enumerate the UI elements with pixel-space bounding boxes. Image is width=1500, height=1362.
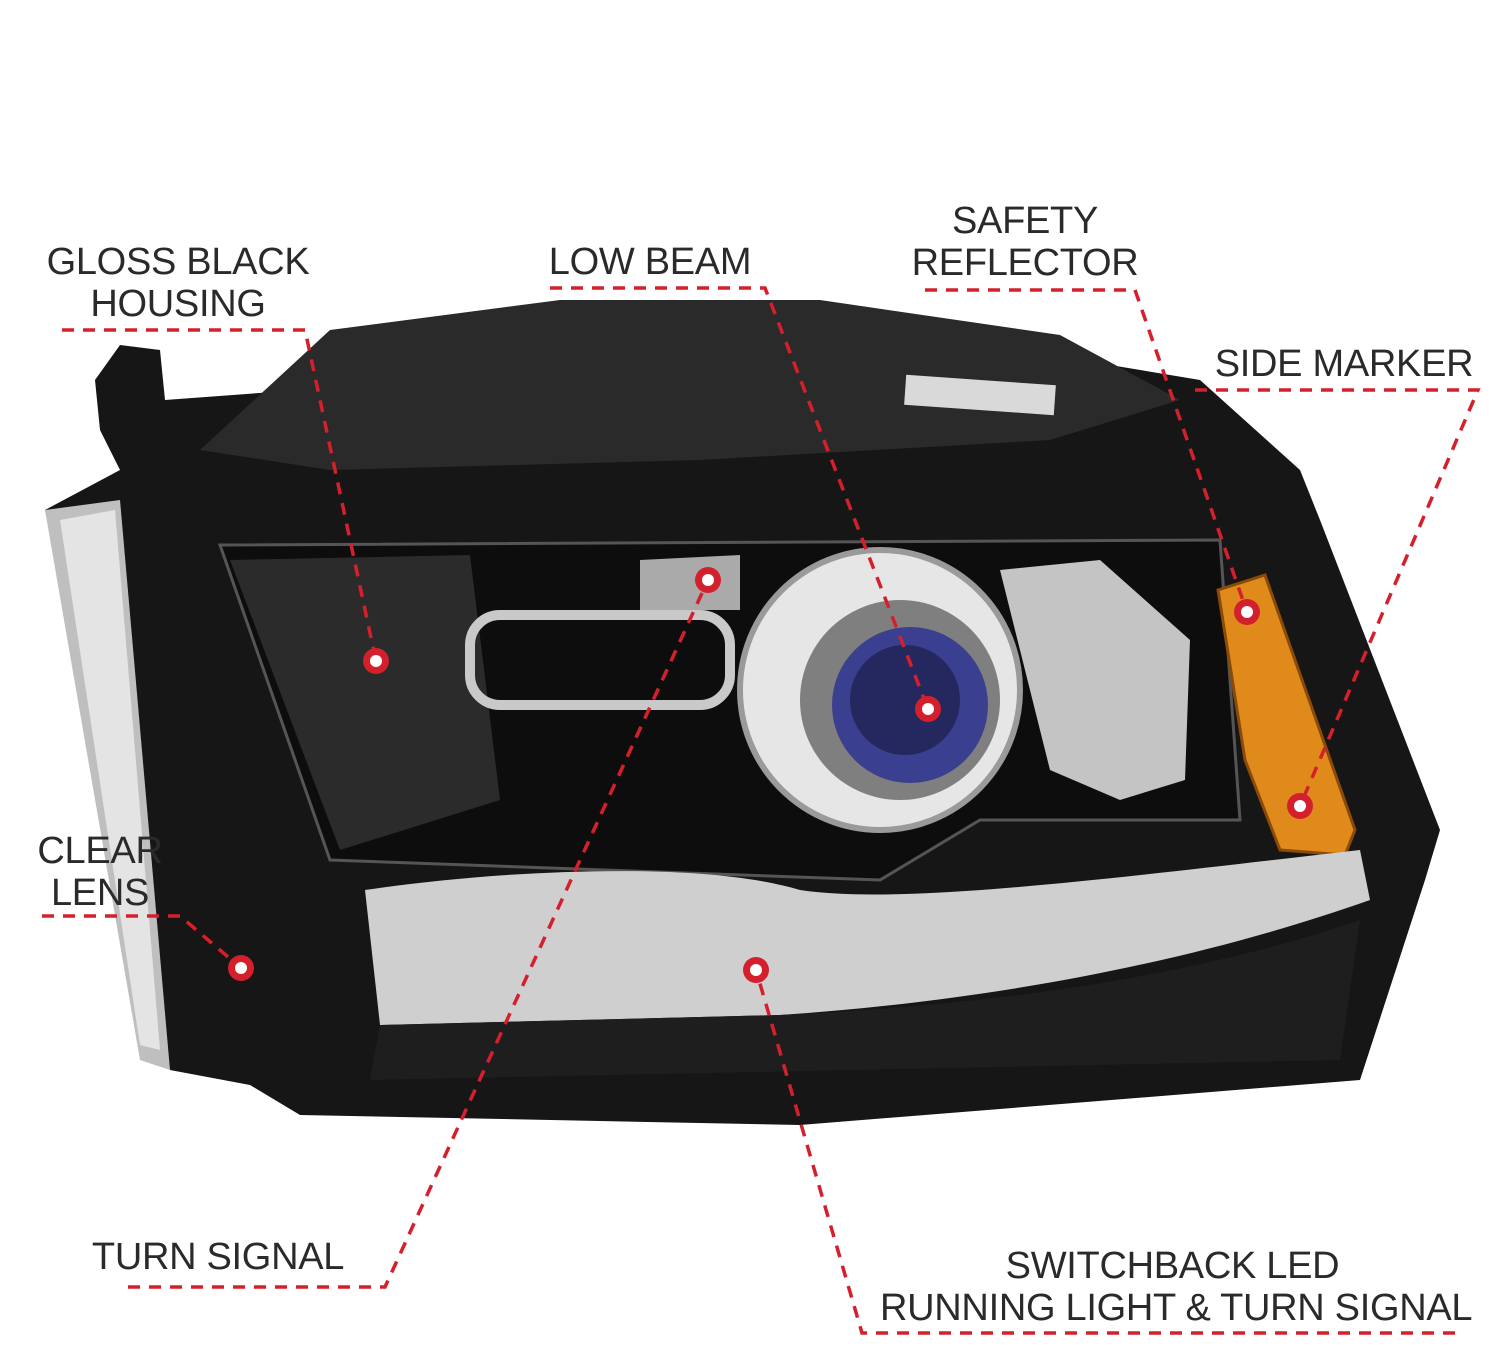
callout-dot bbox=[915, 696, 941, 722]
label-line: CLEAR bbox=[37, 830, 163, 872]
callout-dot bbox=[1234, 599, 1260, 625]
label-switchback-led: SWITCHBACK LED RUNNING LIGHT & TURN SIGN… bbox=[880, 1245, 1473, 1329]
callout-line-turn-signal bbox=[128, 579, 710, 1289]
label-turn-signal: TURN SIGNAL bbox=[91, 1236, 345, 1278]
callout-dots bbox=[228, 567, 1313, 983]
callout-line-switchback-led bbox=[754, 969, 1455, 1335]
callout-dot bbox=[1287, 793, 1313, 819]
label-gloss-black-housing: GLOSS BLACK HOUSING bbox=[40, 241, 316, 325]
led-strip bbox=[365, 850, 1370, 1080]
label-line: REFLECTOR bbox=[911, 242, 1139, 284]
callout-line-side-marker bbox=[1195, 388, 1481, 807]
label-line: HOUSING bbox=[90, 283, 266, 325]
callout-line-low-beam bbox=[550, 286, 930, 710]
callout-lines bbox=[42, 286, 1481, 1335]
label-low-beam: LOW BEAM bbox=[548, 241, 752, 283]
label-side-marker: SIDE MARKER bbox=[1214, 343, 1474, 385]
callout-dot bbox=[743, 957, 769, 983]
label-line: GLOSS BLACK bbox=[46, 241, 310, 283]
callout-line-safety-reflector bbox=[925, 288, 1249, 613]
callout-line-clear-lens bbox=[42, 914, 243, 970]
callout-dot bbox=[695, 567, 721, 593]
label-clear-lens: CLEAR LENS bbox=[30, 830, 170, 914]
label-line: LENS bbox=[50, 872, 150, 914]
label-line: SAFETY bbox=[951, 200, 1098, 242]
label-safety-reflector: SAFETY REFLECTOR bbox=[900, 200, 1150, 284]
callout-line-gloss-black-housing bbox=[62, 328, 378, 662]
projector-assembly bbox=[737, 547, 1190, 833]
label-line: RUNNING LIGHT & TURN SIGNAL bbox=[880, 1287, 1473, 1329]
callout-dot bbox=[228, 955, 254, 981]
label-line: SWITCHBACK LED bbox=[1005, 1245, 1340, 1287]
callout-dot bbox=[363, 648, 389, 674]
